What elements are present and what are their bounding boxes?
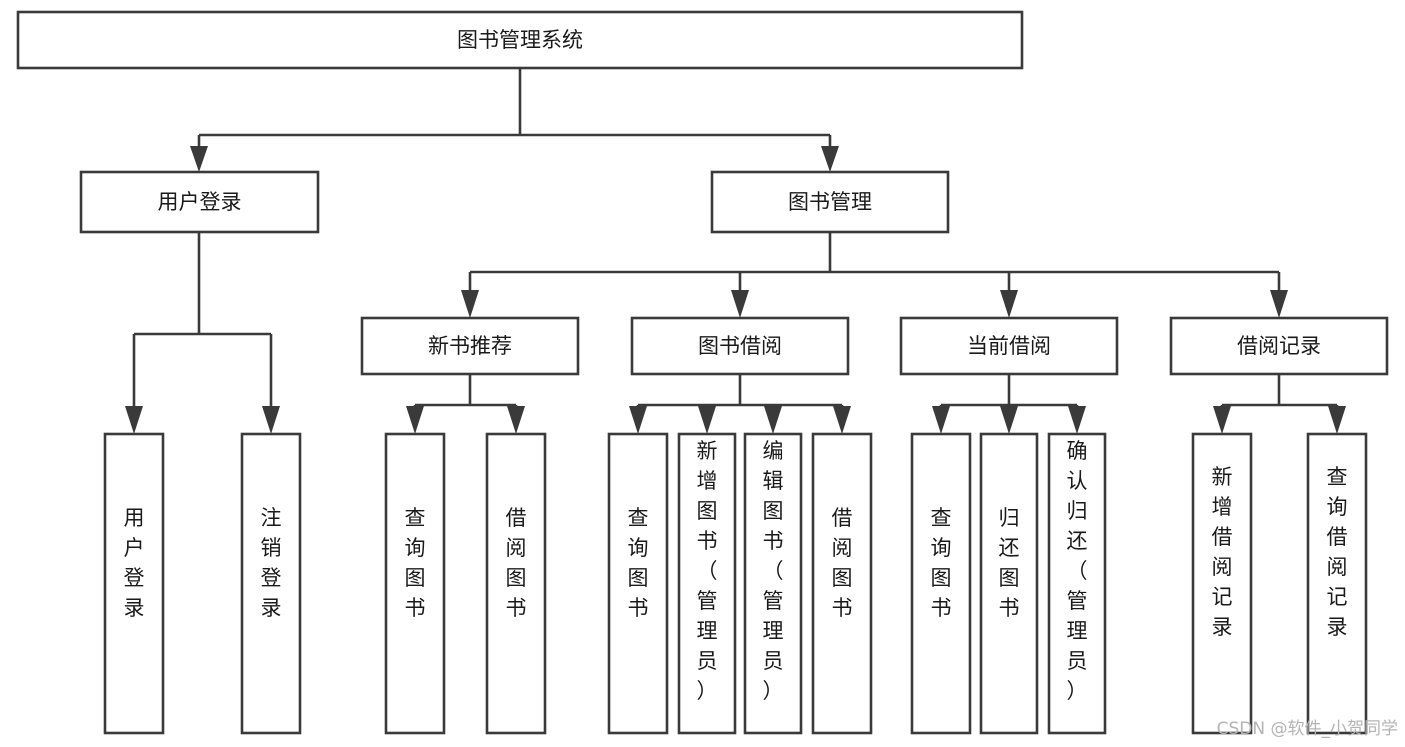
leaf-query-book-2[interactable]: 查询图书 [607,432,669,735]
node-root-box[interactable] [16,10,1024,70]
leaf-query-borrow-record[interactable]: 查询借阅记录 [1306,432,1368,735]
leaf-add-borrow-record[interactable]: 新增借阅记录 [1191,432,1253,735]
leaf-return-book[interactable]: 归还图书 [979,432,1039,735]
leaf-borrow-book-2-box[interactable] [811,432,873,735]
arrow-head-icon [190,146,208,172]
node-user-login-label: 用户登录 [158,190,242,214]
leaf-user-login[interactable]: 用户登录 [103,432,165,735]
leaf-query-borrow-record-box[interactable] [1306,432,1368,735]
leaf-query-book-3[interactable]: 查询图书 [910,432,972,735]
arrow-head-icon [1000,406,1018,434]
leaf-query-book-2-label: 查询图书 [628,506,649,620]
leaf-borrow-book-1[interactable]: 借阅图书 [485,432,547,735]
leaf-query-book-1[interactable]: 查询图书 [384,432,446,735]
leaf-return-book-label: 归还图书 [999,506,1020,620]
leaf-user-login-label: 用户登录 [124,506,145,620]
watermark-label: CSDN @软件_小贺同学 [1217,719,1398,739]
node-book-manage-label: 图书管理 [788,190,872,214]
leaf-query-book-2-box[interactable] [607,432,669,735]
leaf-logout-login-label: 注销登录 [261,506,282,620]
node-book-borrow[interactable]: 图书借阅 [630,316,850,376]
leaf-borrow-book-1-label: 借阅图书 [506,506,527,620]
node-book-manage[interactable]: 图书管理 [710,170,950,234]
arrow-head-icon [1213,406,1231,434]
leaf-borrow-book-2[interactable]: 借阅图书 [811,432,873,735]
arrow-head-icon [1068,406,1086,434]
leaf-add-book-box[interactable] [677,432,737,735]
arrow-head-icon [1000,290,1018,318]
leaf-add-borrow-record-label: 新增借阅记录 [1212,465,1233,639]
node-borrow-record[interactable]: 借阅记录 [1169,316,1389,376]
arrow-head-icon [833,406,851,434]
leaf-edit-book-box[interactable] [743,432,803,735]
leaf-user-login-box[interactable] [103,432,165,735]
arrow-head-icon [932,406,950,434]
leaf-confirm-return-label: 确认归还（管理员） [1067,439,1088,703]
node-user-login-box[interactable] [79,170,320,234]
leaf-query-book-1-label: 查询图书 [405,506,426,620]
leaf-query-book-3-box[interactable] [910,432,972,735]
node-root-label: 图书管理系统 [457,28,583,52]
leaf-logout-login-box[interactable] [240,432,302,735]
leaf-borrow-book-2-label: 借阅图书 [832,506,853,620]
arrow-head-icon [507,406,525,434]
arrow-head-icon [1328,406,1346,434]
node-new-book-recommend-box[interactable] [360,316,580,376]
arrow-head-icon [821,146,839,172]
arrow-head-icon [125,406,143,434]
connector-layer [125,68,1346,434]
arrow-head-icon [629,406,647,434]
node-borrow-record-label: 借阅记录 [1237,334,1321,358]
node-book-borrow-label: 图书借阅 [698,334,782,358]
leaf-borrow-book-1-box[interactable] [485,432,547,735]
node-book-manage-box[interactable] [710,170,950,234]
leaf-logout-login[interactable]: 注销登录 [240,432,302,735]
arrow-head-icon [461,290,479,318]
arrow-head-icon [406,406,424,434]
arrow-head-icon [731,290,749,318]
leaf-confirm-return[interactable]: 确认归还（管理员） [1047,432,1107,735]
leaf-edit-book-label: 编辑图书（管理员） [763,439,784,703]
node-current-borrow[interactable]: 当前借阅 [899,316,1119,376]
arrow-head-icon [1270,290,1288,318]
node-current-borrow-box[interactable] [899,316,1119,376]
leaf-confirm-return-box[interactable] [1047,432,1107,735]
leaf-edit-book[interactable]: 编辑图书（管理员） [743,432,803,735]
leaf-add-book[interactable]: 新增图书（管理员） [677,432,737,735]
leaf-return-book-box[interactable] [979,432,1039,735]
node-new-book-recommend-label: 新书推荐 [428,334,512,358]
leaf-query-book-3-label: 查询图书 [931,506,952,620]
arrow-head-icon [262,406,280,434]
leaf-add-borrow-record-box[interactable] [1191,432,1253,735]
arrow-head-icon [698,406,716,434]
leaf-add-book-label: 新增图书（管理员） [697,439,718,703]
node-borrow-record-box[interactable] [1169,316,1389,376]
leaf-query-borrow-record-label: 查询借阅记录 [1327,465,1348,639]
node-current-borrow-label: 当前借阅 [967,334,1051,358]
leaf-query-book-1-box[interactable] [384,432,446,735]
node-user-login[interactable]: 用户登录 [79,170,320,234]
node-book-borrow-box[interactable] [630,316,850,376]
node-new-book-recommend[interactable]: 新书推荐 [360,316,580,376]
arrow-head-icon [764,406,782,434]
node-root[interactable]: 图书管理系统 [16,10,1024,70]
